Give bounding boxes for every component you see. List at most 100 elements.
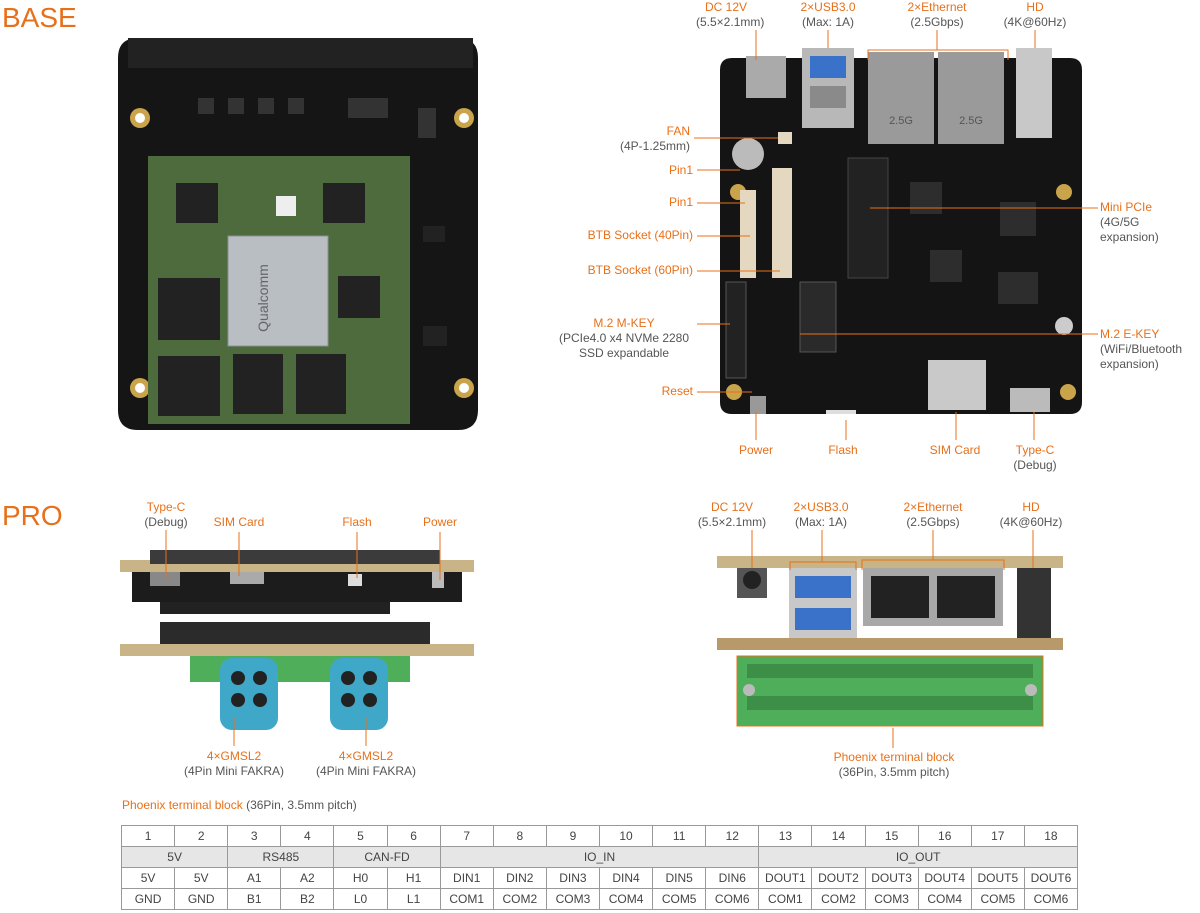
pro-label-typec: Type-C(Debug) [144, 500, 188, 529]
label-dc12v: DC 12V(5.5×2.1mm) [696, 0, 765, 29]
pin-signal-cell: H0 [333, 867, 388, 889]
label-btb40: BTB Socket (40Pin) [587, 228, 693, 242]
pin-ground-cell: COM1 [439, 888, 494, 910]
pin-number-cell: 1 [120, 825, 176, 847]
label-ethernet: 2×Ethernet(2.5Gbps) [907, 0, 967, 29]
label-hd: HD(4K@60Hz) [1003, 0, 1067, 29]
label-btb60: BTB Socket (60Pin) [587, 263, 693, 277]
pro-label-ethernet: 2×Ethernet(2.5Gbps) [903, 500, 963, 529]
section-title-base: BASE [2, 2, 77, 33]
pro-side-view-left-image [120, 550, 474, 740]
pin-signal-cell: DOUT1 [758, 867, 813, 889]
pin-ground-cell: COM6 [1023, 888, 1079, 910]
section-title-pro: PRO [2, 500, 63, 531]
pin-ground-cell: B2 [280, 888, 335, 910]
label-power: Power [738, 443, 773, 457]
pin-signal-cell: DIN2 [492, 867, 547, 889]
pin-number-cell: 10 [598, 825, 654, 847]
label-simcard: SIM Card [929, 443, 981, 457]
pin-ground-cell: COM4 [917, 888, 972, 910]
pin-signal-cell: DOUT6 [1023, 867, 1079, 889]
pin-number-cell: 16 [917, 825, 972, 847]
pro-front-view-right-image [717, 552, 1063, 730]
pin-ground-cell: COM3 [545, 888, 600, 910]
label-typec: Type-C(Debug) [1013, 443, 1057, 472]
pin-number-cell: 15 [864, 825, 919, 847]
label-flash: Flash [828, 443, 858, 457]
pin-signal-cell: DOUT4 [917, 867, 972, 889]
pin-number-cell: 2 [174, 825, 229, 847]
label-pin1-b: Pin1 [668, 195, 693, 209]
pin-signal-cell: DIN4 [598, 867, 654, 889]
carrier-board-image: 2.5G 2.5G [720, 42, 1082, 414]
pin-number-cell: 3 [227, 825, 282, 847]
pro-label-simcard: SIM Card [213, 515, 265, 529]
som-module-board-image: Qualcomm [118, 38, 478, 430]
pin-ground-cell: COM2 [811, 888, 866, 910]
pin-number-cell: 5 [333, 825, 388, 847]
pin-signal-cell: H1 [386, 867, 441, 889]
pin-ground-cell: COM6 [705, 888, 760, 910]
pro-label-gmsl-a: 4×GMSL2(4Pin Mini FAKRA) [183, 749, 285, 778]
pin-signal-cell: A1 [227, 867, 282, 889]
eth-port-1-text: 2.5G [889, 115, 913, 127]
pin-number-cell: 12 [705, 825, 760, 847]
pro-label-power: Power [422, 515, 457, 529]
pin-number-cell: 11 [652, 825, 707, 847]
pin-signal-cell: DOUT3 [864, 867, 919, 889]
pin-number-cell: 4 [280, 825, 335, 847]
pin-ground-cell: COM5 [652, 888, 707, 910]
pin-number-cell: 17 [970, 825, 1025, 847]
pin-number-cell: 7 [439, 825, 494, 847]
pin-number-cell: 9 [545, 825, 600, 847]
pin-number-cell: 14 [811, 825, 866, 847]
pro-label-usb: 2×USB3.0(Max: 1A) [793, 500, 849, 529]
pin-table-caption-title: Phoenix terminal block [122, 798, 243, 812]
pin-ground-cell: L1 [386, 888, 441, 910]
pin-ground-cell: B1 [227, 888, 282, 910]
pin-table-caption: Phoenix terminal block (36Pin, 3.5mm pit… [122, 798, 357, 812]
pro-label-dc12v: DC 12V(5.5×2.1mm) [697, 500, 767, 529]
pin-signal-cell: DIN3 [545, 867, 600, 889]
pin-group-cell: IO_IN [439, 846, 760, 868]
pin-group-cell: IO_OUT [758, 846, 1078, 868]
pin-number-cell: 13 [758, 825, 813, 847]
pro-label-gmsl-b: 4×GMSL2(4Pin Mini FAKRA) [315, 749, 417, 778]
pin-signal-cell: DOUT2 [811, 867, 866, 889]
qualcomm-chip-text: Qualcomm [255, 264, 271, 332]
pin-ground-cell: COM4 [598, 888, 654, 910]
pin-ground-cell: L0 [333, 888, 388, 910]
pin-number-cell: 6 [386, 825, 441, 847]
label-usb: 2×USB3.0(Max: 1A) [800, 0, 856, 29]
pro-label-phoenix: Phoenix terminal block(36Pin, 3.5mm pitc… [833, 750, 955, 779]
label-reset: Reset [661, 384, 693, 398]
pin-signal-cell: DIN6 [705, 867, 760, 889]
pin-group-cell: CAN-FD [333, 846, 441, 868]
pin-ground-cell: COM3 [864, 888, 919, 910]
pin-group-cell: RS485 [227, 846, 335, 868]
pin-table-caption-sub: (36Pin, 3.5mm pitch) [246, 798, 357, 812]
pin-signal-cell: DOUT5 [970, 867, 1025, 889]
pin-signal-cell: DIN5 [652, 867, 707, 889]
label-fan: FAN(4P-1.25mm) [619, 124, 690, 153]
pin-signal-cell: A2 [280, 867, 335, 889]
pro-label-flash: Flash [342, 515, 372, 529]
pin-ground-cell: GND [120, 888, 176, 910]
pin-group-cell: 5V [120, 846, 229, 868]
pin-ground-cell: COM5 [970, 888, 1025, 910]
pin-signal-cell: DIN1 [439, 867, 494, 889]
pin-signal-cell: 5V [174, 867, 229, 889]
pin-number-cell: 18 [1023, 825, 1079, 847]
pin-signal-cell: 5V [120, 867, 176, 889]
pro-label-hd: HD(4K@60Hz) [999, 500, 1063, 529]
